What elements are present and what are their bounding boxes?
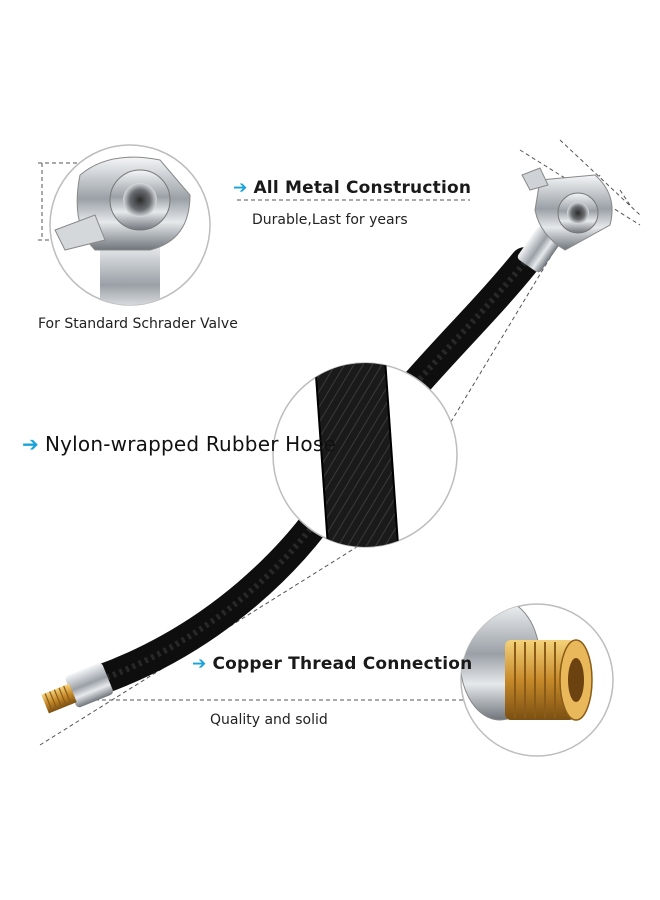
feature-title-metal: ➔All Metal Construction [233,178,471,198]
valve-caption: For Standard Schrader Valve [38,316,238,332]
feature-title-hose: ➔Nylon-wrapped Rubber Hose [22,432,336,456]
feature-title-text: Nylon-wrapped Rubber Hose [44,432,336,456]
feature-title-thread: ➔Copper Thread Connection [192,654,472,674]
brass-fitting [41,663,113,714]
arrow-icon: ➔ [22,432,39,456]
air-chuck [517,167,613,273]
arrow-icon: ➔ [233,178,248,198]
thread-closeup [460,603,614,757]
feature-title-text: Copper Thread Connection [212,654,473,674]
chuck-closeup [49,144,211,306]
feature-subtitle-thread: Quality and solid [210,712,328,728]
feature-subtitle-metal: Durable,Last for years [252,212,408,228]
hose-closeup [272,362,458,548]
feature-title-text: All Metal Construction [253,178,472,198]
arrow-icon: ➔ [192,654,207,674]
